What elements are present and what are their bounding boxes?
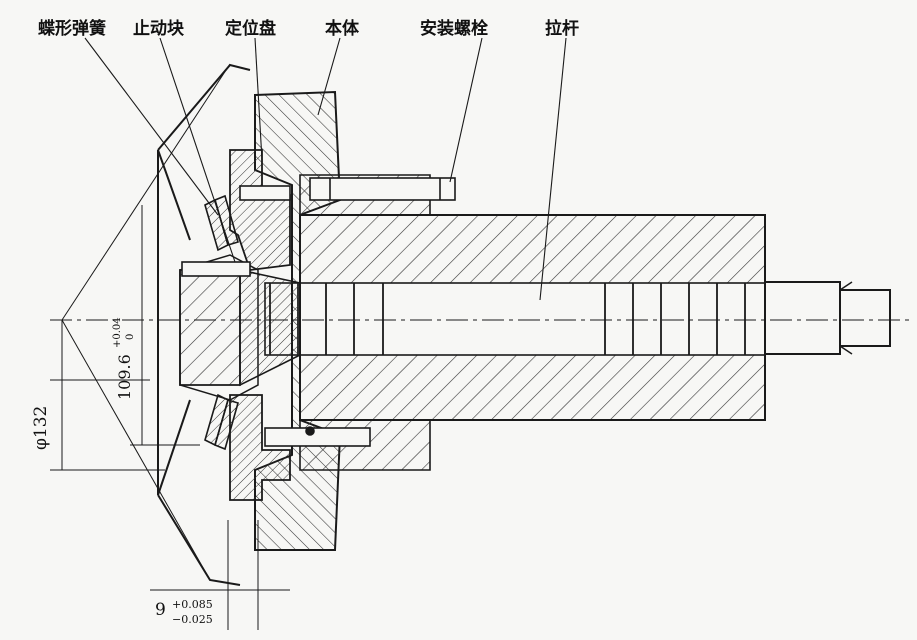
butterfly-spring-lower bbox=[204, 393, 239, 451]
butterfly-spring-upper bbox=[204, 194, 239, 252]
dimension-9-value: 9 bbox=[155, 600, 166, 620]
label-mounting-bolt: 安装螺栓 bbox=[420, 19, 488, 39]
leader-lines bbox=[84, 37, 567, 301]
dimension-109-6-value: 109.6 bbox=[115, 354, 134, 400]
dimension-109-6-upper-tol: +0.04 bbox=[112, 317, 123, 348]
dimension-109-6: 109.6 +0.04 0 bbox=[112, 317, 136, 400]
dimension-9-lower-tol: −0.025 bbox=[172, 613, 213, 626]
label-body: 本体 bbox=[325, 19, 359, 39]
dimension-9-upper-tol: +0.085 bbox=[172, 598, 213, 611]
dimension-lines bbox=[50, 63, 290, 630]
label-stop-block: 止动块 bbox=[133, 19, 184, 39]
label-pull-rod: 拉杆 bbox=[545, 19, 579, 39]
label-butterfly-spring: 蝶形弹簧 bbox=[38, 19, 106, 39]
mounting-bolt-upper bbox=[309, 177, 456, 201]
dimension-9: 9 +0.085 −0.025 bbox=[155, 598, 213, 626]
locating-disc bbox=[229, 149, 291, 501]
dimension-109-6-lower-tol: 0 bbox=[125, 334, 136, 340]
pull-rod bbox=[264, 214, 891, 421]
label-locating-disc: 定位盘 bbox=[225, 19, 276, 39]
mounting-bolt-lower bbox=[264, 426, 371, 447]
stop-block bbox=[181, 185, 291, 277]
front-cone bbox=[179, 254, 301, 401]
dimension-phi132: φ132 bbox=[31, 406, 51, 450]
